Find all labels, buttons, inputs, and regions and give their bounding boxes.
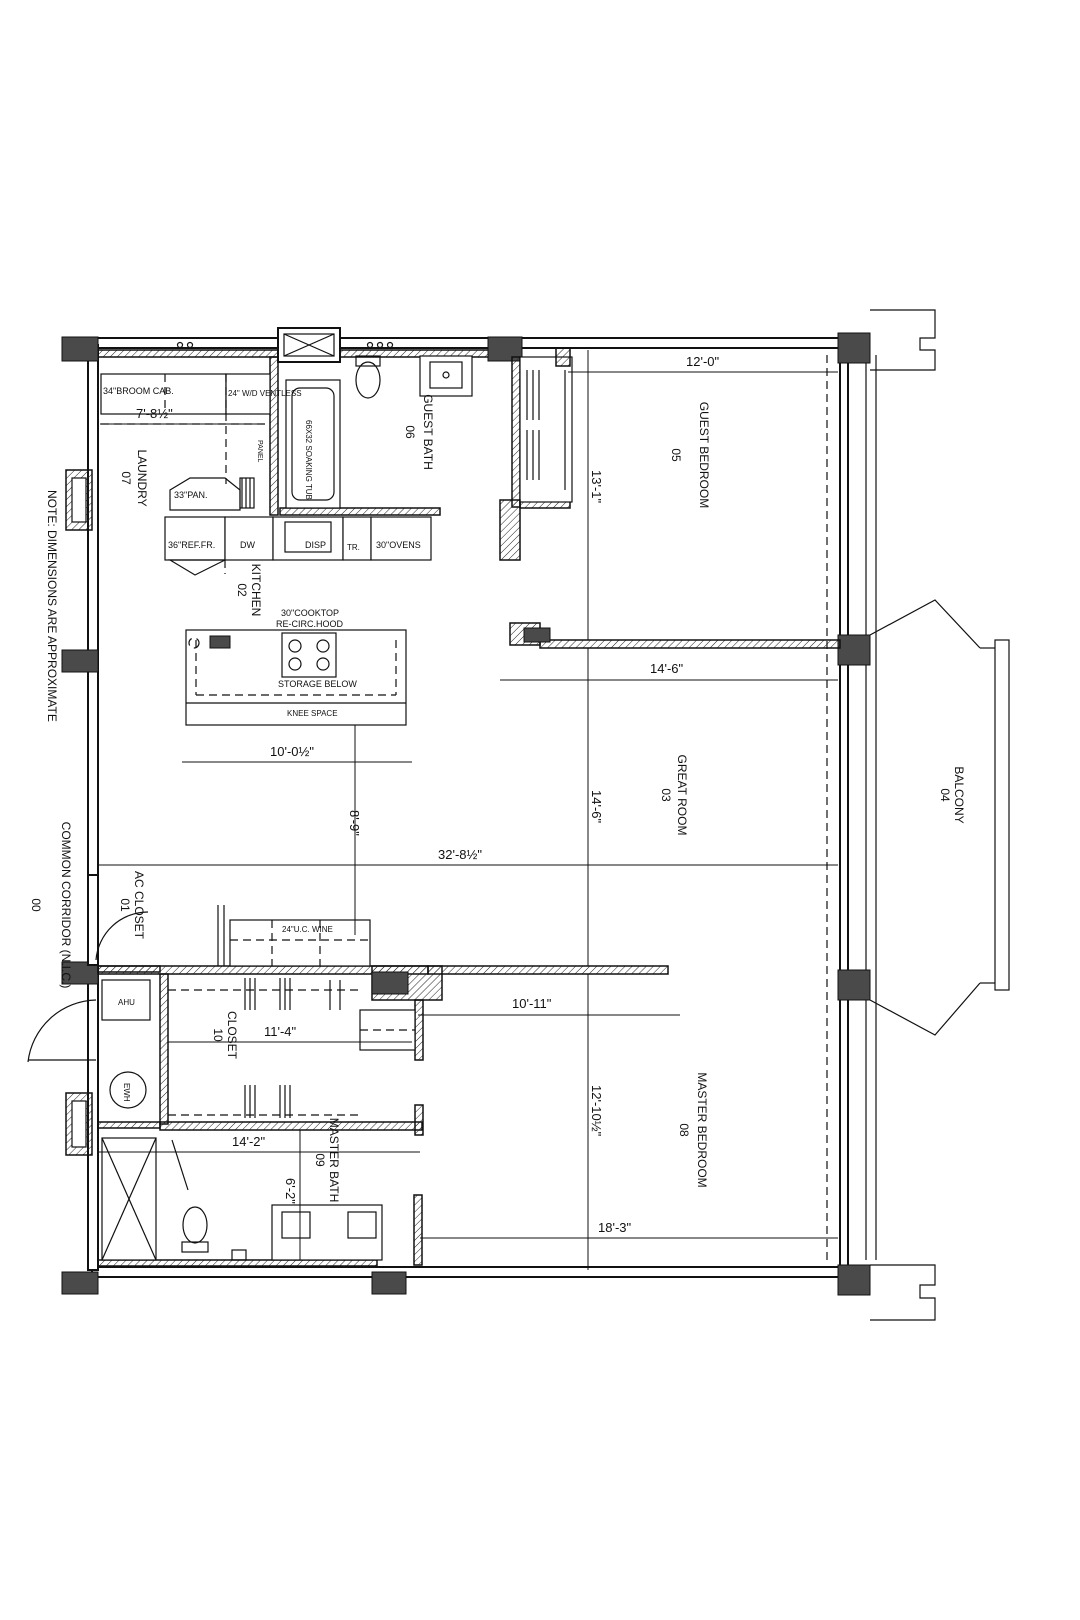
label-wine: 24"U.C. WINE [282,925,333,934]
dim-master-bath-depth: 6'-2" [283,1178,298,1204]
room-number-master-bedroom: 08 [677,1123,691,1137]
dim-great-room-width: 14'-6" [650,661,684,676]
room-tag-kitchen: KITCHEN 02 [235,564,263,617]
room-name-guest-bath: GUEST BATH [421,394,435,470]
room-name-closet: CLOSET [225,1011,239,1060]
closet-shelving [168,978,416,1118]
room-name-guest-bedroom: GUEST BEDROOM [697,402,711,508]
room-number-kitchen: 02 [235,583,249,597]
balcony-outline [869,309,1010,1321]
room-name-master-bedroom: MASTER BEDROOM [695,1072,709,1187]
dim-overall: 32'-8½" [438,847,482,862]
label-dw: DW [240,540,255,550]
wine-cabinet [217,905,371,967]
dim-closet-depth: 11'-4" [264,1024,297,1039]
guest-closet-rods [499,370,566,561]
dim-master-bath-width: 14'-2" [232,1134,266,1149]
room-number-laundry: 07 [119,471,133,485]
label-washer-dryer: 24" W/D VENTLESS [228,389,302,398]
dimensions-note: NOTE: DIMENSIONS ARE APPROXIMATE [45,490,59,722]
label-ref: 36"REF.FR. [168,540,215,550]
room-tag-balcony: BALCONY 04 [938,766,966,823]
label-ovens: 30"OVENS [376,540,421,550]
ac-closet-fixtures [27,911,151,1109]
room-tag-master-bedroom: MASTER BEDROOM 08 [677,1072,709,1187]
note-label: NOTE: DIMENSIONS ARE APPROXIMATE [45,490,59,722]
room-number-great-room: 03 [659,788,673,802]
room-tag-guest-bedroom: GUEST BEDROOM 05 [669,402,711,508]
label-knee-space: KNEE SPACE [287,709,338,718]
structural-columns [61,327,871,1296]
room-number-balcony: 04 [938,788,952,802]
label-broom-cab: 34"BROOM CAB. [103,386,174,396]
label-hood: RE-CIRC.HOOD [276,619,343,629]
room-number-closet: 10 [211,1028,225,1042]
exterior-walls [87,337,877,1278]
dim-closet-ext: 10'-11" [512,996,552,1011]
label-cooktop: 30"COOKTOP [281,608,339,618]
label-pan: 33"PAN. [174,490,208,500]
room-number-guest-bath: 06 [403,425,417,439]
room-tag-laundry: LAUNDRY 07 [119,449,149,506]
room-tag-closet: CLOSET 10 [211,1011,239,1060]
room-tag-ac-closet: AC CLOSET 01 [118,871,146,940]
dim-island-width: 10'-0½" [270,744,314,759]
room-number-master-bath: 09 [313,1153,327,1167]
room-tag-great-room: GREAT ROOM 03 [659,755,689,836]
label-storage-below: STORAGE BELOW [278,679,357,689]
room-name-balcony: BALCONY [952,766,966,823]
room-tag-guest-bath: GUEST BATH 06 [403,394,435,470]
laundry-fixtures [100,373,271,511]
master-bath-fixtures [101,1137,383,1261]
room-tag-master-bath: MASTER BATH 09 [313,1118,341,1202]
dim-guest-bedroom-depth: 13'-1" [589,470,604,504]
dim-guest-bedroom-width: 12'-0" [686,354,720,369]
room-number-guest-bedroom: 05 [669,448,683,462]
dim-island-to-wall: 8'-9" [347,810,362,836]
dim-master-bedroom-depth: 12'-10½" [589,1085,604,1137]
label-soaking-tub: 66X32 SOAKING TUB [304,420,313,500]
room-name-master-bath: MASTER BATH [327,1118,341,1202]
room-name-kitchen: KITCHEN [249,564,263,617]
label-tr: TR. [347,543,360,552]
label-ewh: EWH [122,1083,131,1102]
label-panel: PANEL [256,440,263,463]
dim-laundry-width: 7'-8½" [136,406,173,421]
room-number-ac-closet: 01 [118,898,132,912]
room-name-corridor: COMMON CORRIDOR (N.I.C.) [59,822,73,989]
dim-master-bedroom-width: 18'-3" [598,1220,632,1235]
room-tag-corridor: COMMON CORRIDOR (N.I.C.) 00 [29,822,73,989]
dim-great-room-depth: 14'-6" [589,790,604,824]
interior-walls [87,347,841,1266]
room-number-corridor: 00 [29,898,43,912]
label-ahu: AHU [118,998,135,1007]
room-name-laundry: LAUNDRY [135,449,149,506]
kitchen-fixtures [164,516,432,726]
dimension-lines [98,350,838,1270]
guest-bath-fixtures [176,341,473,509]
room-name-great-room: GREAT ROOM [675,755,689,836]
label-disp: DISP [305,540,326,550]
room-name-ac-closet: AC CLOSET [132,871,146,940]
